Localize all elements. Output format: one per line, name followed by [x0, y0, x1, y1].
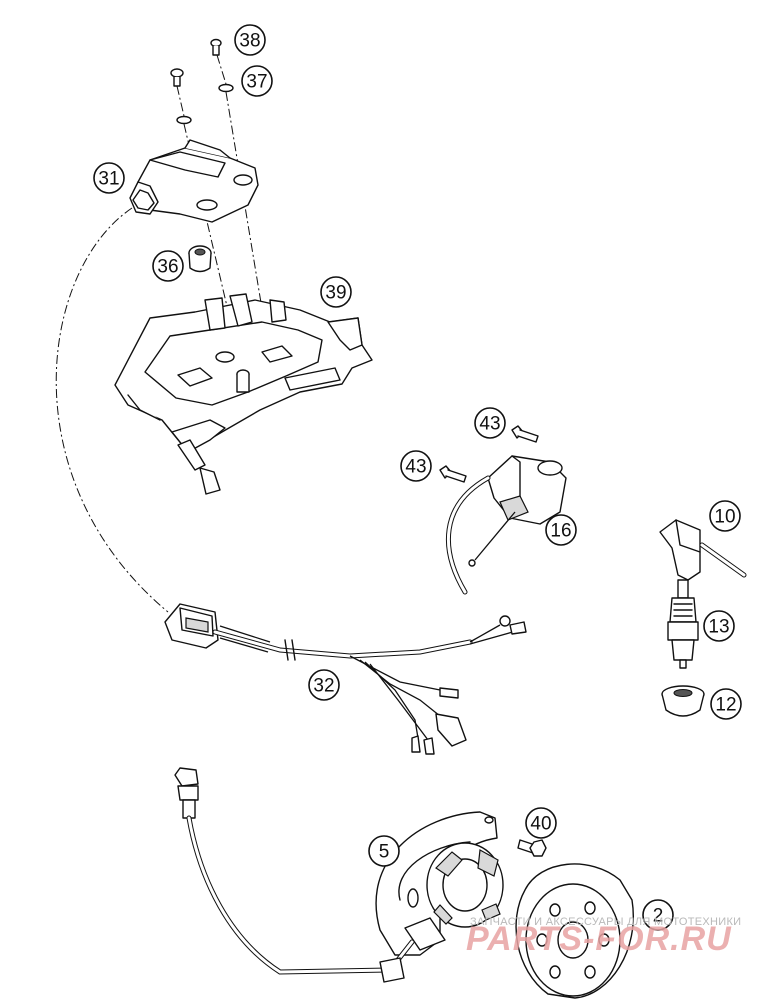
ignition-coil-16: [446, 455, 567, 595]
assembly-line: [55, 207, 169, 613]
spark-plug-cap-10: [659, 519, 747, 581]
plug-cover-12: [661, 685, 705, 717]
nut-40: [517, 839, 547, 857]
callout-5-label: 5: [379, 842, 390, 863]
grommet-36: [188, 245, 212, 273]
watermark-logo: PARTS-FOR.RU: [466, 920, 732, 958]
callout-13-label: 13: [708, 617, 729, 638]
bolt-43-lower: [439, 465, 467, 483]
callout-43-lower: 43: [400, 450, 432, 482]
callout-40-label: 40: [530, 814, 551, 835]
wiring-harness-32: [164, 603, 527, 755]
callout-10-label: 10: [714, 507, 735, 528]
flywheel-2: [515, 863, 634, 999]
callout-37: 37: [241, 65, 273, 97]
callout-31: 31: [93, 162, 125, 194]
callout-13: 13: [703, 610, 735, 642]
callout-16-label: 16: [550, 521, 571, 542]
callout-38-label: 38: [239, 31, 260, 52]
assembly-line: [176, 85, 185, 117]
callout-37-label: 37: [246, 72, 267, 93]
callout-32-label: 32: [313, 676, 334, 697]
screw-left: [170, 68, 184, 87]
callout-36: 36: [152, 250, 184, 282]
spark-plug-13: [667, 579, 699, 669]
washer-left: [176, 115, 192, 125]
callout-36-label: 36: [157, 257, 178, 278]
callout-38: 38: [234, 24, 266, 56]
callout-43-upper: 43: [474, 407, 506, 439]
callout-5: 5: [368, 835, 400, 867]
assembly-line: [216, 54, 227, 85]
callout-43-lower-label: 43: [405, 457, 426, 478]
callout-10: 10: [709, 500, 741, 532]
callout-2-label: 2: [653, 906, 664, 927]
assembly-line: [225, 91, 269, 346]
callout-12: 12: [710, 688, 742, 720]
watermark-tagline: ЗАПЧАСТИ И АКСЕССУАРЫ ДЛЯ МОТОТЕХНИКИ: [470, 916, 741, 928]
screw-38: [210, 38, 222, 56]
callout-12-label: 12: [715, 695, 736, 716]
callout-16: 16: [545, 514, 577, 546]
callout-39: 39: [320, 276, 352, 308]
stator-cable: [174, 767, 415, 983]
callout-40: 40: [525, 807, 557, 839]
bracket-39: [114, 293, 373, 495]
cdi-unit-31: [129, 139, 259, 223]
callout-31-label: 31: [98, 169, 119, 190]
callout-32: 32: [308, 669, 340, 701]
callout-39-label: 39: [325, 283, 346, 304]
callout-43-upper-label: 43: [479, 414, 500, 435]
stator-5: [375, 811, 504, 956]
bolt-43-upper: [511, 425, 539, 443]
callout-2: 2: [642, 899, 674, 931]
washer-37: [218, 83, 234, 93]
